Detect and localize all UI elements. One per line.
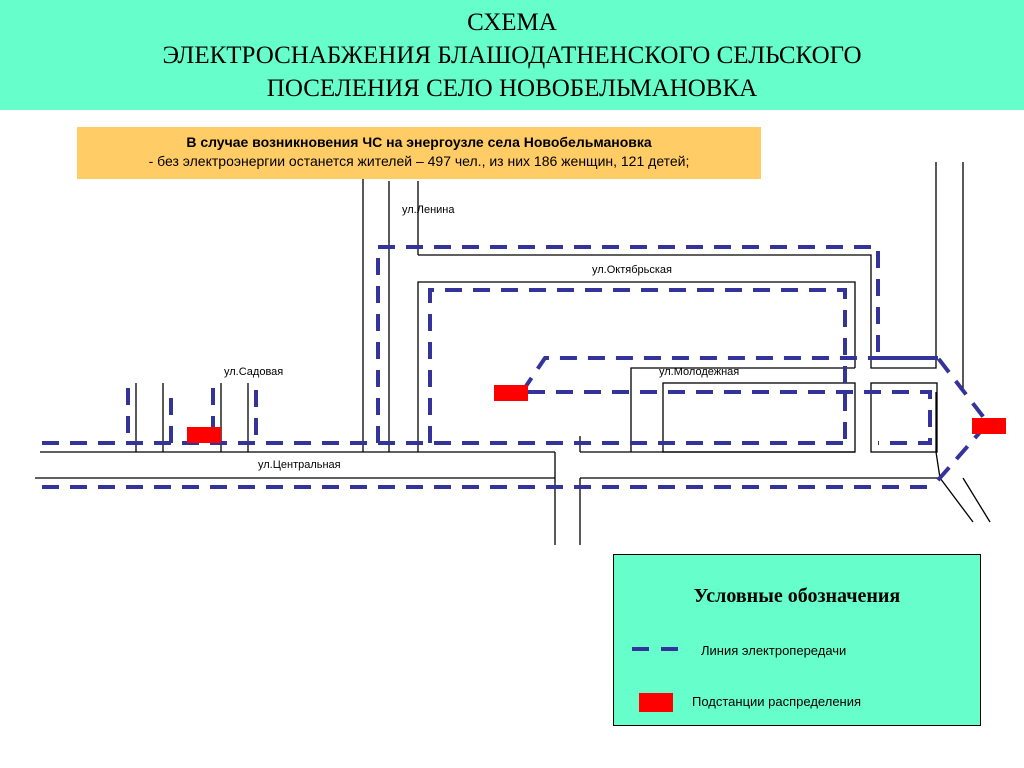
map-title: СХЕМА ЭЛЕКТРОСНАБЖЕНИЯ БЛАШОДАТНЕНСКОГО … [0, 0, 1024, 110]
substation-marker [494, 385, 528, 401]
info-heading: В случае возникновения ЧС на энергоузле … [186, 134, 652, 150]
substations [187, 385, 1006, 443]
power-line-segment [528, 390, 932, 445]
street-label-sadovaya: ул.Садовая [224, 366, 284, 378]
street-label-lenina: ул.Ленина [402, 204, 455, 216]
street-label-centralnaya: ул.Центральная [258, 459, 341, 471]
power-line-segment [428, 288, 847, 443]
title-line-3: ПОСЕЛЕНИЯ СЕЛО НОВОБЕЛЬМАНОВКА [266, 75, 758, 102]
street-label-oktyabrskaya: ул.Октябрьская [592, 264, 672, 276]
legend-power-line-label: Линия электропередачи [701, 643, 847, 658]
street-lines [35, 162, 991, 545]
info-details: - без электроэнергии останется жителей –… [148, 153, 690, 169]
legend-title: Условные обозначения [693, 585, 901, 607]
title-line-1: СХЕМА [467, 9, 557, 36]
substation-marker [972, 418, 1006, 434]
substation-legend-icon [639, 693, 673, 712]
title-line-2: ЭЛЕКТРОСНАБЖЕНИЯ БЛАШОДАТНЕНСКОГО СЕЛЬСК… [162, 42, 862, 69]
emergency-info: В случае возникновения ЧС на энергоузле … [77, 127, 761, 179]
street-label-molodezhnaya: ул.Молодежная [659, 366, 740, 378]
legend-substation-label: Подстанции распределения [692, 694, 862, 709]
power-line-segment [520, 356, 938, 394]
substation-marker [187, 427, 221, 443]
power-lines [42, 245, 991, 489]
power-line-legend-icon [632, 647, 678, 651]
legend: Условные обозначения Линия электропереда… [613, 554, 981, 726]
power-line-segment [376, 245, 991, 489]
